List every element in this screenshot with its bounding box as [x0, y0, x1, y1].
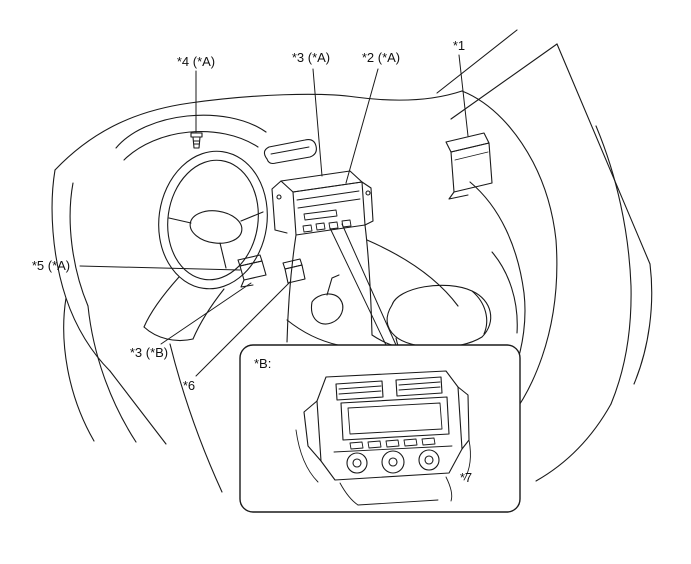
callout-2a-label: *2 (*A)	[361, 50, 401, 65]
dashboard-outline	[51, 29, 653, 482]
climate-knobs	[346, 449, 440, 474]
callout-4a-label: *4 (*A)	[176, 54, 216, 69]
center-console-detail	[295, 370, 471, 506]
steering-wheel	[143, 150, 268, 493]
callout-7-label: *7	[459, 470, 473, 485]
callout-1-label: *1	[452, 38, 466, 53]
callout-3b-label: *3 (*B)	[129, 345, 169, 360]
callout-5a-label: *5 (*A)	[31, 258, 71, 273]
column-connector-component	[237, 254, 267, 288]
small-box-component	[282, 258, 306, 284]
console-and-seat	[286, 224, 518, 372]
head-unit	[271, 170, 374, 236]
inset-detail-box	[239, 344, 521, 513]
ecu-component	[445, 132, 493, 200]
sensor-bolt-component	[190, 132, 203, 149]
callout-3a-label: *3 (*A)	[291, 50, 331, 65]
inset-b-label: *B:	[254, 356, 272, 371]
callout-6-label: *6	[182, 378, 196, 393]
